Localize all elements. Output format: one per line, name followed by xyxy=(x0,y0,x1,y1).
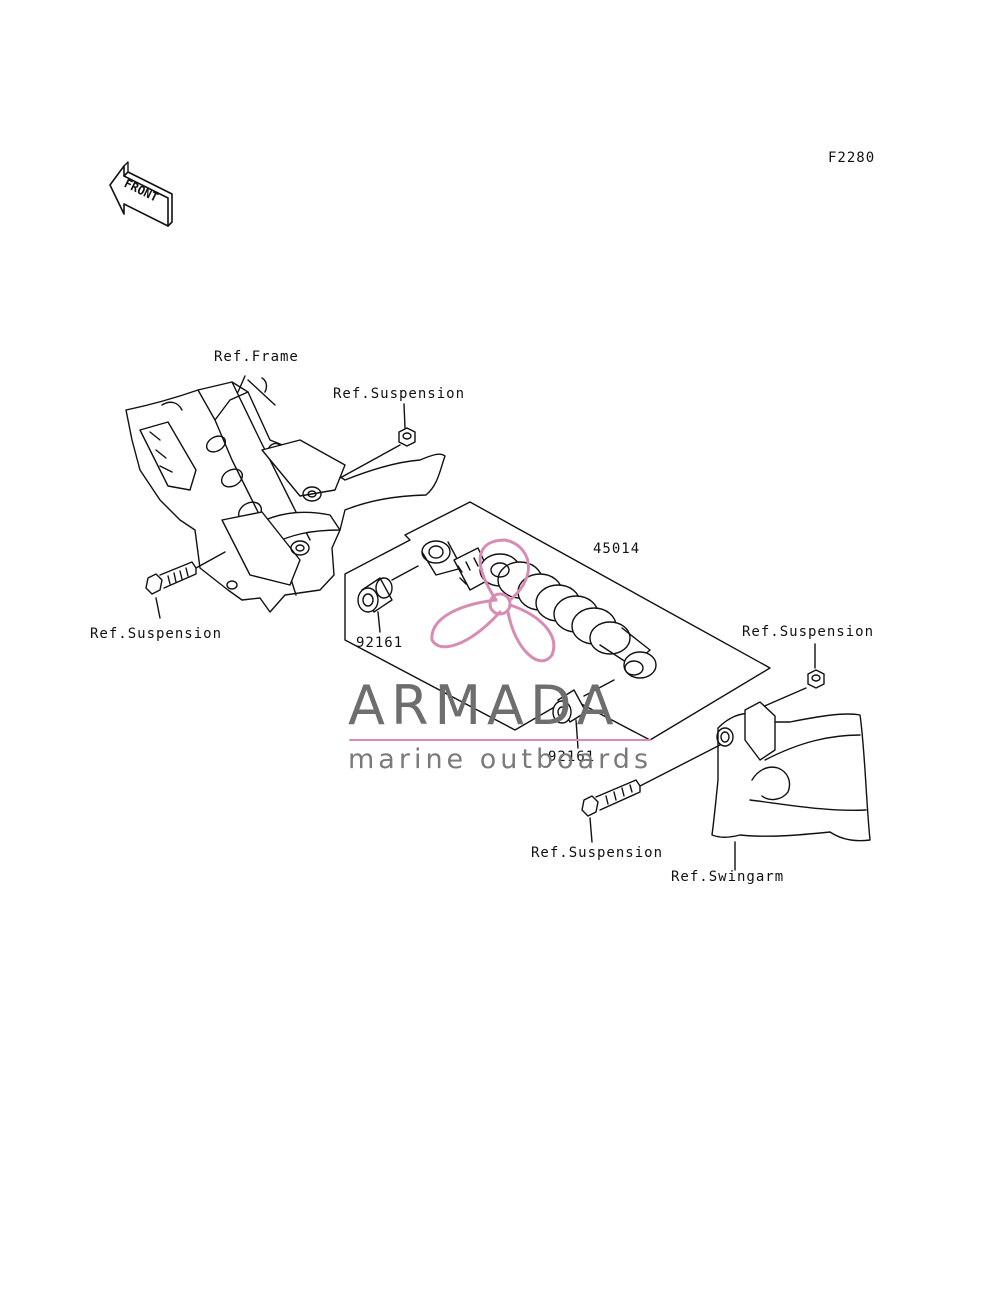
upper-bushing-drawing xyxy=(357,565,419,633)
left-bolt-drawing xyxy=(145,551,226,619)
swingarm-drawing xyxy=(711,701,871,871)
label-part-shock: 45014 xyxy=(593,541,641,557)
watermark-title: ARMADA xyxy=(348,674,620,737)
watermark-subtitle: marine outboards xyxy=(348,744,653,775)
label-ref-suspension-left: Ref.Suspension xyxy=(90,626,223,642)
label-ref-frame: Ref.Frame xyxy=(214,349,299,365)
shock-absorber-drawing xyxy=(421,540,657,679)
leader-ref-frame xyxy=(237,375,246,393)
shock-assembly-outline xyxy=(344,501,771,741)
lower-bolt-drawing xyxy=(581,744,721,843)
label-ref-suspension-top: Ref.Suspension xyxy=(333,386,466,402)
label-part-bushing-lower: 92161 xyxy=(548,749,596,765)
diagram-code: F2280 xyxy=(828,150,876,166)
propeller-logo-icon xyxy=(430,538,556,663)
lower-bushing-drawing xyxy=(552,679,615,749)
label-part-bushing-upper: 92161 xyxy=(356,635,404,651)
upper-nut-drawing xyxy=(339,403,416,479)
label-ref-swingarm: Ref.Swingarm xyxy=(671,869,785,885)
label-ref-suspension-right: Ref.Suspension xyxy=(742,624,875,640)
frame-drawing xyxy=(125,377,446,613)
right-nut-drawing xyxy=(759,643,825,709)
label-ref-suspension-bottom: Ref.Suspension xyxy=(531,845,664,861)
front-arrow-icon: FRONT xyxy=(109,161,173,227)
